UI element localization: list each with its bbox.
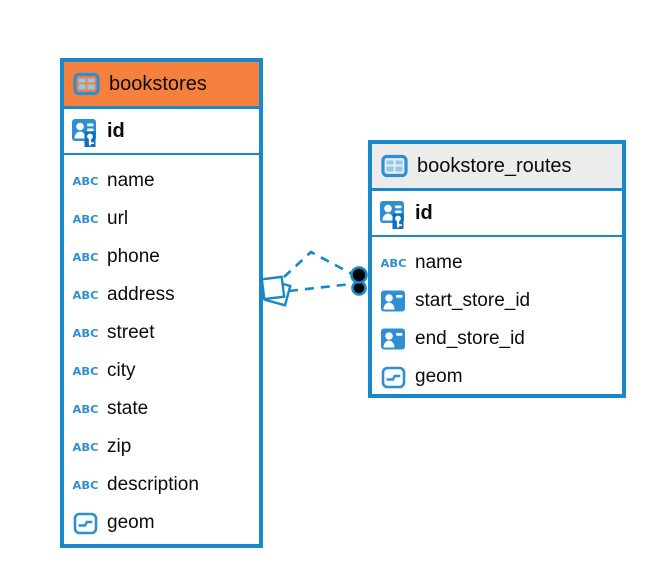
column-label: state [107, 398, 149, 419]
column-label: address [107, 284, 175, 305]
geometry-type-icon [379, 366, 407, 389]
column-row-address[interactable]: ABC address [64, 276, 259, 314]
column-label: phone [107, 246, 160, 267]
column-label: id [415, 201, 433, 224]
text-type-icon: ABC [72, 174, 98, 188]
column-label: geom [415, 366, 463, 387]
relationship-endpoint-dot[interactable] [350, 266, 368, 284]
column-row-geom[interactable]: geom [372, 358, 622, 396]
column-label: end_store_id [415, 328, 525, 349]
text-type-icon: ABC [72, 288, 98, 302]
column-row-state[interactable]: ABC state [64, 390, 259, 428]
text-type-icon: ABC [72, 364, 98, 378]
column-label: description [107, 474, 199, 495]
table-header[interactable]: bookstore_routes [372, 144, 622, 191]
text-type-icon: ABC [72, 478, 98, 492]
column-label: id [107, 119, 125, 142]
column-label: name [415, 252, 463, 273]
column-row-name[interactable]: ABC name [64, 162, 259, 200]
table-title: bookstores [109, 72, 207, 95]
column-row-url[interactable]: ABC url [64, 200, 259, 238]
table-title: bookstore_routes [417, 154, 572, 177]
column-row-name[interactable]: ABC name [372, 244, 622, 282]
table-bookstore-routes[interactable]: bookstore_routes id ABC name start_store_… [368, 140, 626, 398]
column-label: zip [107, 436, 132, 457]
table-icon [72, 72, 100, 96]
text-type-icon: ABC [72, 402, 98, 416]
column-label: url [107, 208, 129, 229]
text-type-icon: ABC [72, 440, 98, 454]
table-header[interactable]: bookstores [64, 62, 259, 109]
column-label: city [107, 360, 136, 381]
relationship-diamond-marker[interactable] [260, 275, 286, 301]
column-row-end_store_id[interactable]: end_store_id [372, 320, 622, 358]
primary-key-icon [379, 196, 407, 230]
ref-id-icon [379, 327, 407, 351]
column-label: street [107, 322, 155, 343]
text-type-icon: ABC [72, 250, 98, 264]
text-type-icon: ABC [72, 212, 98, 226]
column-label: start_store_id [415, 290, 531, 311]
relationship-endpoint-dot[interactable] [351, 280, 367, 296]
primary-key-icon [71, 114, 99, 148]
column-row-start_store_id[interactable]: start_store_id [372, 282, 622, 320]
relationship-line[interactable] [288, 282, 352, 293]
columns-list: ABC name start_store_id end_store_id geom [372, 237, 622, 396]
text-type-icon: ABC [72, 326, 98, 340]
column-label: name [107, 170, 155, 191]
column-row-zip[interactable]: ABC zip [64, 428, 259, 466]
geometry-type-icon [71, 512, 99, 535]
text-type-icon: ABC [380, 256, 406, 270]
column-row-phone[interactable]: ABC phone [64, 238, 259, 276]
column-label: geom [107, 512, 155, 533]
ref-id-icon [379, 289, 407, 313]
relationship-line[interactable] [283, 250, 353, 278]
column-row-street[interactable]: ABC street [64, 314, 259, 352]
column-row-description[interactable]: ABC description [64, 466, 259, 504]
column-row-geom[interactable]: geom [64, 504, 259, 542]
column-row-id[interactable]: id [372, 191, 622, 237]
column-row-city[interactable]: ABC city [64, 352, 259, 390]
table-icon [380, 154, 408, 178]
column-row-id[interactable]: id [64, 109, 259, 155]
relationship-diamond-marker[interactable] [264, 279, 292, 307]
